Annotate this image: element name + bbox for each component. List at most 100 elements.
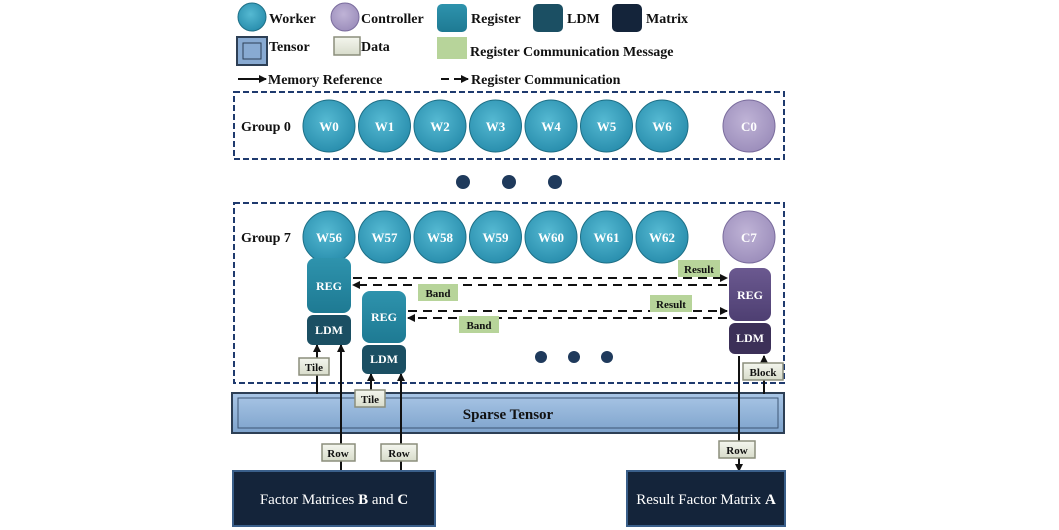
- factor-matrices-b-c: Factor Matrices B and C: [232, 470, 436, 527]
- factor-matrices-label: Factor Matrices B and C: [260, 492, 408, 508]
- worker-w56-memory: REG LDM: [307, 258, 351, 345]
- worker-node-label: W61: [594, 230, 620, 245]
- ellipsis-dot: [535, 351, 547, 363]
- worker-node: [524, 99, 578, 153]
- legend-data-label: Data: [361, 40, 390, 55]
- legend-register-label: Register: [471, 12, 521, 27]
- ldm-block-label: LDM: [736, 331, 764, 345]
- sparse-tensor-block: [231, 392, 785, 434]
- worker-circle-icon: [237, 2, 267, 32]
- register-swatch-icon: [437, 4, 467, 32]
- controller-node: [722, 210, 776, 264]
- worker-node-label: W62: [649, 230, 675, 245]
- register-block-label: REG: [316, 279, 342, 293]
- row-data: Row: [718, 440, 756, 459]
- controller-node-label: C0: [741, 119, 757, 134]
- legend-memory-reference-label: Memory Reference: [268, 73, 382, 88]
- tile-data-label: Tile: [305, 362, 323, 374]
- band-message-label: Band: [466, 320, 491, 332]
- worker-node: [413, 210, 467, 264]
- legend-reg-comm-msg-label: Register Communication Message: [470, 45, 674, 60]
- matrix-swatch-icon: [612, 4, 642, 32]
- band-message-label: Band: [425, 288, 450, 300]
- factor-matrices-block: [232, 470, 436, 527]
- legend-ldm-label: LDM: [567, 12, 600, 27]
- row-data-label: Row: [726, 445, 747, 457]
- message-swatch-icon: [437, 37, 467, 59]
- register-block-label: REG: [371, 310, 397, 324]
- ldm-block: [729, 323, 771, 354]
- legend-worker: Worker: [237, 2, 316, 32]
- worker-node: [580, 210, 633, 264]
- legend-reg-comm-msg: Register Communication Message: [437, 37, 674, 60]
- row-data: Row: [380, 443, 418, 462]
- worker-node: [635, 210, 689, 264]
- ellipsis-dot: [456, 175, 470, 189]
- register-block: [729, 268, 771, 321]
- legend-register: Register: [437, 4, 521, 32]
- legend-controller: Controller: [330, 2, 424, 32]
- group-0-controller: C0: [722, 99, 776, 153]
- result-message: Result: [650, 295, 692, 312]
- worker-node: [358, 210, 411, 264]
- legend: Worker Controller Register LDM Matrix Te…: [236, 2, 688, 88]
- worker-node-label: W2: [430, 119, 450, 134]
- ldm-block-label: LDM: [370, 352, 398, 366]
- legend-matrix: Matrix: [612, 4, 688, 32]
- controller-node: [722, 99, 776, 153]
- worker-node: [580, 99, 633, 153]
- tensor-swatch-icon: [236, 36, 268, 66]
- worker-w57-memory: REG LDM: [362, 291, 406, 374]
- group-7-label: Group 7: [241, 231, 291, 246]
- result-message: Result: [678, 260, 720, 277]
- ellipsis-dot: [568, 351, 580, 363]
- register-block: [307, 258, 351, 313]
- worker-node: [469, 99, 522, 153]
- group-ellipsis: [456, 175, 562, 189]
- ldm-swatch-icon: [533, 4, 563, 32]
- data-labels: Tile Tile Block Row Row Row: [298, 357, 784, 462]
- tile-data: Tile: [298, 357, 330, 376]
- worker-node-label: W56: [316, 230, 343, 245]
- result-matrix-block: [626, 470, 786, 527]
- block-data-label: Block: [750, 367, 778, 379]
- worker-node: [413, 99, 467, 153]
- row-data-label: Row: [327, 448, 348, 460]
- ellipsis-dot: [548, 175, 562, 189]
- group-7-controller: C7: [722, 210, 776, 264]
- legend-memory-reference: Memory Reference: [238, 73, 382, 88]
- legend-controller-label: Controller: [361, 12, 424, 27]
- row-data-label: Row: [388, 448, 409, 460]
- band-message: Band: [459, 316, 499, 333]
- ldm-block: [307, 315, 351, 345]
- worker-node: [469, 210, 522, 264]
- worker-node-label: W5: [597, 119, 617, 134]
- worker-node-label: W58: [427, 230, 454, 245]
- worker-node-label: W4: [541, 119, 561, 134]
- worker-node: [635, 99, 689, 153]
- controller-c7-memory: REG LDM: [729, 268, 771, 354]
- sparse-tensor-label: Sparse Tensor: [463, 407, 554, 423]
- data-swatch-icon: [333, 36, 361, 56]
- legend-tensor-label: Tensor: [269, 40, 310, 55]
- controller-circle-icon: [330, 2, 360, 32]
- ellipsis-dot: [601, 351, 613, 363]
- controller-node-label: C7: [741, 230, 757, 245]
- row-data: Row: [321, 443, 356, 462]
- group-0-label: Group 0: [241, 120, 291, 135]
- worker-node: [524, 210, 578, 264]
- register-block-label: REG: [737, 288, 763, 302]
- legend-register-communication: Register Communication: [441, 73, 621, 88]
- worker-node: [358, 99, 411, 153]
- worker-node-label: W60: [538, 230, 564, 245]
- worker-node-label: W6: [652, 119, 672, 134]
- ldm-block-label: LDM: [315, 323, 343, 337]
- legend-tensor: Tensor: [236, 36, 310, 66]
- messages: Result Band Result Band: [418, 260, 720, 333]
- worker-node: [302, 99, 356, 153]
- worker-node-label: W57: [372, 230, 399, 245]
- sparse-tensor: Sparse Tensor: [231, 392, 785, 434]
- block-data: Block: [742, 362, 784, 381]
